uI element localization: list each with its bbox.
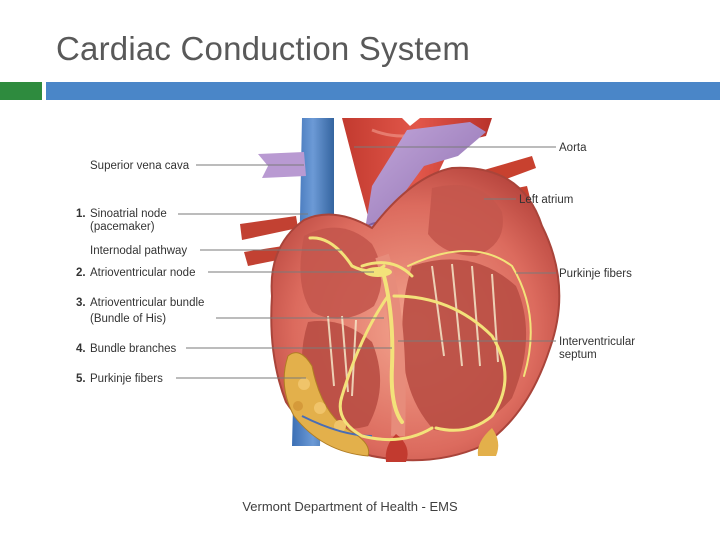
label-septum: septum <box>559 349 597 361</box>
label-number-5: 5. <box>76 373 86 385</box>
label-number-4: 4. <box>76 343 86 355</box>
label-sinoatrial-node: Sinoatrial node <box>90 208 167 220</box>
label-left-atrium: Left atrium <box>519 194 573 206</box>
right-labels: Aorta Left atrium Purkinje fibers Interv… <box>519 142 635 361</box>
heart-diagram: Superior vena cava 1. Sinoatrial node (p… <box>72 116 652 468</box>
leader-lines <box>176 146 556 379</box>
accent-bar-blue <box>46 82 720 100</box>
label-purkinje-fibers-right: Purkinje fibers <box>559 268 632 280</box>
label-internodal-pathway: Internodal pathway <box>90 245 187 257</box>
label-atrioventricular-node: Atrioventricular node <box>90 267 195 279</box>
heart-illustration: Superior vena cava 1. Sinoatrial node (p… <box>76 118 635 462</box>
slide-footer: Vermont Department of Health - EMS <box>242 499 458 514</box>
epicardial-fat <box>283 352 373 457</box>
accent-bar-green <box>0 82 42 100</box>
left-labels: Superior vena cava 1. Sinoatrial node (p… <box>76 160 204 385</box>
label-pacemaker: (pacemaker) <box>90 221 155 233</box>
slide-title: Cardiac Conduction System <box>56 30 471 67</box>
label-bundle-branches: Bundle branches <box>90 343 177 355</box>
label-number-3: 3. <box>76 297 86 309</box>
label-interventricular: Interventricular <box>559 336 635 348</box>
label-atrioventricular-bundle: Atrioventricular bundle <box>90 297 204 309</box>
label-superior-vena-cava: Superior vena cava <box>90 160 190 172</box>
label-bundle-of-his: (Bundle of His) <box>90 313 166 325</box>
label-number-2: 2. <box>76 267 86 279</box>
label-aorta: Aorta <box>559 142 587 154</box>
label-number-1: 1. <box>76 208 86 220</box>
label-purkinje-fibers-left: Purkinje fibers <box>90 373 163 385</box>
